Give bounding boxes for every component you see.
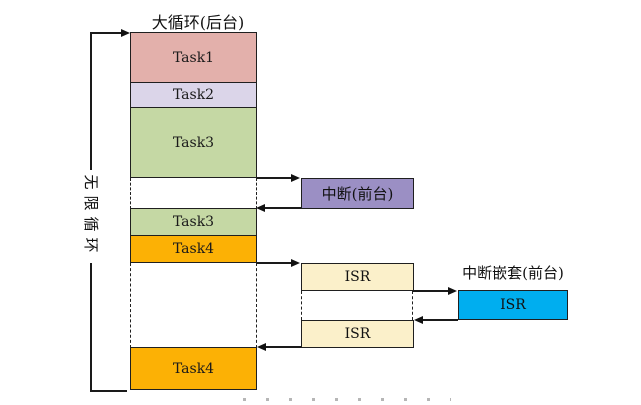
isr-dashed-right [412, 291, 413, 320]
isr-dashed-left [301, 291, 302, 320]
arrow-task4-to-isr-line [257, 262, 292, 264]
task1-block: Task1 [130, 32, 257, 83]
task4-resumed-block: Task4 [130, 347, 257, 390]
task1-label: Task1 [172, 49, 215, 66]
arrow-isr-return-head-icon [257, 342, 266, 351]
cropped-caption-remnant [243, 398, 451, 401]
interrupt-block: 中断(前台) [301, 178, 414, 209]
arrow-task3-to-interrupt-line [257, 177, 292, 179]
arrow-interrupt-return-line [264, 207, 301, 209]
isr-block-1: ISR [301, 263, 414, 291]
interrupt-block-label: 中断(前台) [321, 185, 394, 203]
loop-top-line [90, 32, 122, 34]
nested-isr-block-label: ISR [500, 297, 526, 313]
task2-label: Task2 [172, 87, 215, 103]
arrow-isr-to-nested-head-icon [448, 286, 457, 295]
isr-block-2: ISR [301, 320, 414, 348]
nested-interrupt-label: 中断嵌套(前台) [462, 264, 564, 282]
interrupted-gap-1 [130, 178, 257, 209]
infinite-loop-label: 无限循环 [81, 170, 100, 263]
task4-label: Task4 [172, 241, 215, 257]
arrow-nested-return-line [422, 319, 458, 321]
task3-block: Task3 [130, 107, 257, 178]
task3-resumed-block: Task3 [130, 208, 257, 236]
loop-bottom-line [90, 390, 127, 392]
loop-top-arrowhead-icon [121, 28, 130, 37]
task4-block: Task4 [130, 235, 257, 263]
task3-label: Task3 [172, 134, 215, 151]
arrow-isr-to-nested-line [413, 290, 449, 292]
isr-block-2-label: ISR [344, 326, 371, 342]
arrow-isr-return-line [265, 346, 301, 348]
nested-isr-block: ISR [458, 290, 568, 320]
task3-resumed-label: Task3 [172, 214, 215, 230]
isr-block-1-label: ISR [344, 269, 371, 285]
arrow-task4-to-isr-head-icon [291, 258, 300, 267]
interrupted-gap-2 [130, 263, 257, 348]
diagram-title: 大循环(后台) [151, 13, 245, 32]
task4-resumed-label: Task4 [172, 360, 215, 377]
arrow-task3-to-interrupt-head-icon [291, 173, 300, 182]
arrow-nested-return-head-icon [414, 315, 423, 324]
arrow-interrupt-return-head-icon [256, 203, 265, 212]
task2-block: Task2 [130, 82, 257, 108]
